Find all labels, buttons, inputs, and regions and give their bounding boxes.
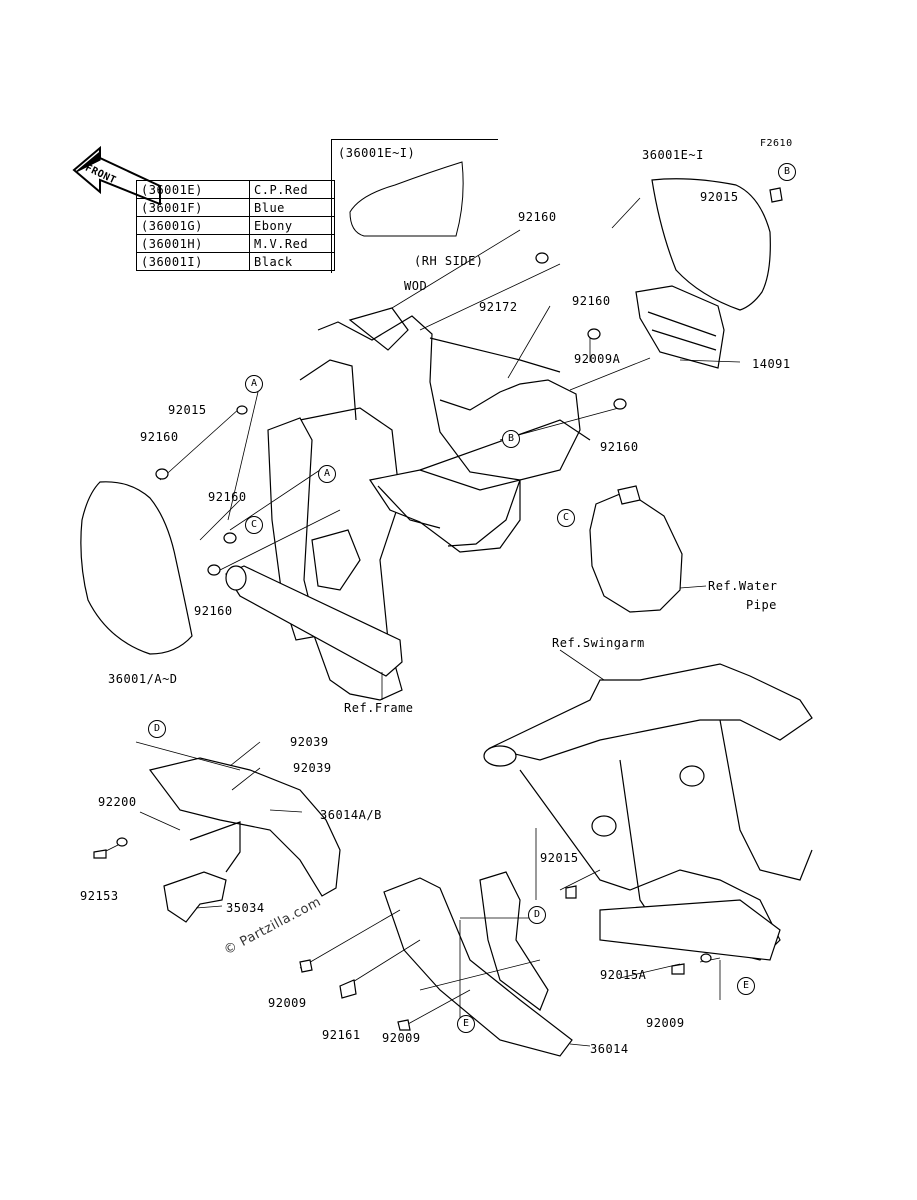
part-label-92039-a: 92039 — [290, 735, 329, 749]
bracket-14091-art — [647, 311, 717, 351]
part-label-92160-lower: 92160 — [194, 604, 233, 618]
water-pipe-cover-art — [589, 493, 683, 613]
callout-a: A — [318, 465, 336, 483]
part-label-92009-a: 92009 — [268, 996, 307, 1010]
leader-lines — [103, 197, 741, 1047]
part-label-92160-mid: 92160 — [572, 294, 611, 308]
color-code: (36001F) — [136, 198, 250, 217]
part-label-wod: WOD — [404, 279, 428, 293]
part-label-92039-b: 92039 — [293, 761, 332, 775]
color-row: (36001E)C.P.Red — [136, 180, 335, 199]
part-label-36014: 36014 — [590, 1042, 629, 1056]
chain-cover-brace-art — [189, 821, 241, 873]
water-pipe-cap-art — [617, 485, 641, 505]
chain-guard-inner-art — [479, 871, 549, 1011]
left-side-cover-art — [80, 481, 193, 655]
part-label-ref-frame: Ref.Frame — [344, 701, 414, 715]
part-label-92009a: 92009A — [574, 352, 621, 366]
part-label-92009-c: 92009 — [646, 1016, 685, 1030]
color-name: Ebony — [249, 216, 335, 235]
part-label-92015-top: 92015 — [700, 190, 739, 204]
part-label-92015a: 92015A — [600, 968, 647, 982]
callout-c: C — [245, 516, 263, 534]
bracket-35034-art — [163, 871, 227, 923]
callout-c: C — [557, 509, 575, 527]
part-label-36001-a-d: 36001/A~D — [108, 672, 178, 686]
part-label-92200: 92200 — [98, 795, 137, 809]
callout-b: B — [502, 430, 520, 448]
part-label-92160-top: 92160 — [518, 210, 557, 224]
color-table: (36001E)C.P.Red (36001F)Blue (36001G)Ebo… — [136, 180, 335, 271]
chain-cover-36014-art — [383, 877, 573, 1057]
color-code: (36001E) — [136, 180, 250, 199]
part-label-92015-bottom: 92015 — [540, 851, 579, 865]
callout-b: B — [778, 163, 796, 181]
color-row: (36001I)Black — [136, 252, 335, 271]
part-label-35034: 35034 — [226, 901, 265, 915]
figure-code: F2610 — [760, 138, 793, 149]
callout-e: E — [457, 1015, 475, 1033]
color-row: (36001H)M.V.Red — [136, 234, 335, 253]
part-label-92161: 92161 — [322, 1028, 361, 1042]
rh-side-cover-sketch — [349, 161, 464, 237]
color-row: (36001F)Blue — [136, 198, 335, 217]
right-cover-bracket-art — [635, 285, 725, 369]
right-side-cover-art — [651, 178, 771, 311]
part-label-36001e-i: 36001E~I — [642, 148, 704, 162]
color-code: (36001G) — [136, 216, 250, 235]
part-label-ref-water: Ref.Water — [708, 579, 778, 593]
part-label-92015-left: 92015 — [168, 403, 207, 417]
rh-side-inset — [331, 139, 498, 273]
color-name: M.V.Red — [249, 234, 335, 253]
part-label-92172: 92172 — [479, 300, 518, 314]
callout-d: D — [528, 906, 546, 924]
color-name: Blue — [249, 198, 335, 217]
color-code: (36001I) — [136, 252, 250, 271]
callout-e: E — [737, 977, 755, 995]
color-name: C.P.Red — [249, 180, 335, 199]
color-name: Black — [249, 252, 335, 271]
color-code: (36001H) — [136, 234, 250, 253]
chain-cover-36014ab-art — [148, 757, 341, 897]
frame-art — [225, 307, 591, 701]
fasteners — [93, 187, 783, 1031]
part-label-92153: 92153 — [80, 889, 119, 903]
part-label-92160-right: 92160 — [600, 440, 639, 454]
part-label-92160-left: 92160 — [140, 430, 179, 444]
callout-d: D — [148, 720, 166, 738]
part-label-92009-b: 92009 — [382, 1031, 421, 1045]
part-label-ref-water-pipe: Pipe — [746, 598, 777, 612]
callout-a: A — [245, 375, 263, 393]
part-label-92160-c: 92160 — [208, 490, 247, 504]
rh-inset-side: (RH SIDE) — [414, 254, 484, 268]
part-label-ref-swingarm: Ref.Swingarm — [552, 636, 645, 650]
rh-inset-title: (36001E~I) — [338, 146, 416, 160]
part-label-36014a-b: 36014A/B — [320, 808, 382, 822]
part-label-14091: 14091 — [752, 357, 791, 371]
swingarm-art — [483, 663, 813, 961]
color-row: (36001G)Ebony — [136, 216, 335, 235]
